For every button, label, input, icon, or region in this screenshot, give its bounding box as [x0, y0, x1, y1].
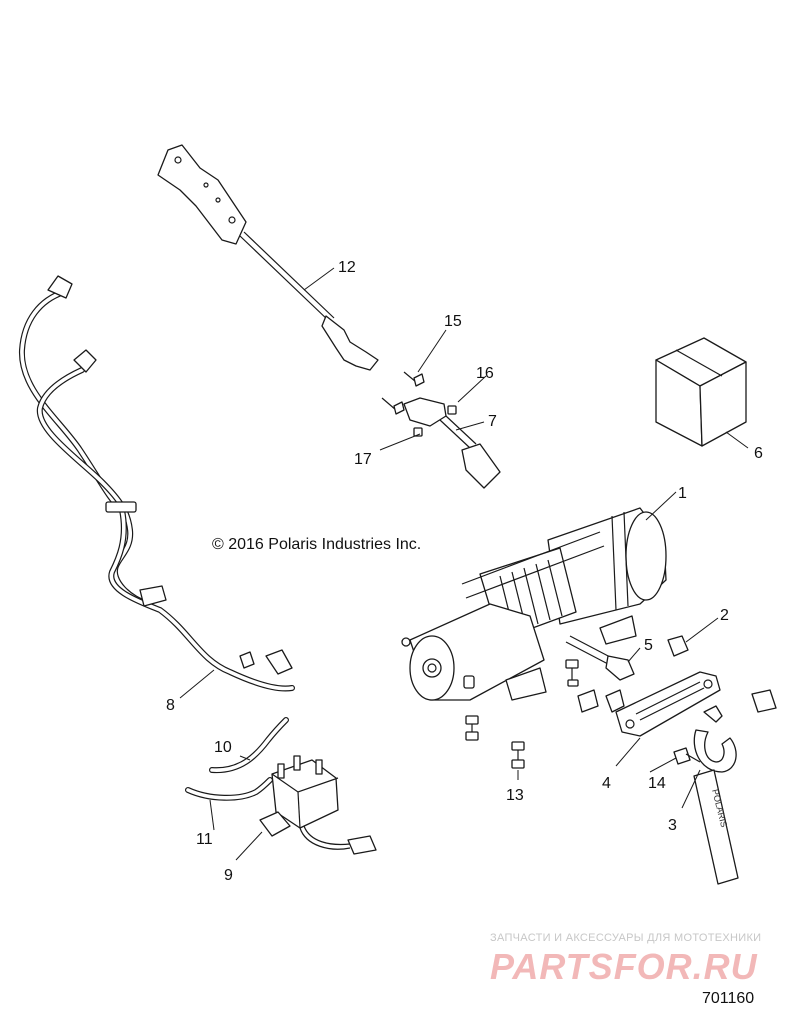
part-7-connector-assembly	[403, 397, 501, 489]
part-3-hook-strap: POLARIS	[693, 705, 739, 885]
part-5-cable	[565, 635, 635, 681]
callout-15: 15	[444, 313, 462, 330]
callout-2: 2	[720, 607, 729, 624]
part-12-winch-switch	[157, 144, 379, 371]
callout-16: 16	[476, 365, 494, 382]
leader-lines	[179, 267, 749, 861]
callout-11: 11	[196, 831, 213, 848]
callout-13: 13	[506, 787, 524, 804]
part-8-wire-harness	[18, 275, 295, 692]
part-6-box	[655, 337, 747, 447]
part-1-winch	[401, 507, 667, 701]
callout-9: 9	[224, 867, 233, 884]
part-10-cable	[209, 717, 289, 774]
callout-17: 17	[354, 451, 372, 468]
callout-10: 10	[214, 739, 232, 756]
watermark-tagline: ЗАПЧАСТИ И АКСЕССУАРЫ ДЛЯ МОТОТЕХНИКИ	[490, 932, 762, 944]
copyright-notice: © 2016 Polaris Industries Inc.	[212, 536, 422, 553]
part-14-bolt	[673, 747, 701, 765]
callout-12: 12	[338, 259, 356, 276]
part-16-nut	[447, 405, 457, 415]
callout-numbers: 12 15 16 7 17 6 1 2 5 8 10 4 14 13 3 11 …	[166, 259, 763, 884]
watermark-logo: PARTSFOR.RU	[490, 946, 758, 987]
part-2-plug	[667, 635, 689, 657]
part-4-fairlead	[615, 671, 721, 737]
part-13-bolt	[511, 741, 525, 769]
callout-14: 14	[648, 775, 666, 792]
winch-mount-bolts	[465, 659, 777, 741]
callout-4: 4	[602, 775, 611, 792]
callout-6: 6	[754, 445, 763, 462]
part-15-screw	[381, 371, 425, 415]
callout-7: 7	[488, 413, 497, 430]
callout-5: 5	[644, 637, 653, 654]
callout-8: 8	[166, 697, 175, 714]
part-9-contactor	[259, 755, 377, 855]
figure-number: 701160	[702, 990, 755, 1007]
callout-3: 3	[668, 817, 677, 834]
callout-1: 1	[678, 485, 687, 502]
part-11-cable	[185, 777, 273, 801]
